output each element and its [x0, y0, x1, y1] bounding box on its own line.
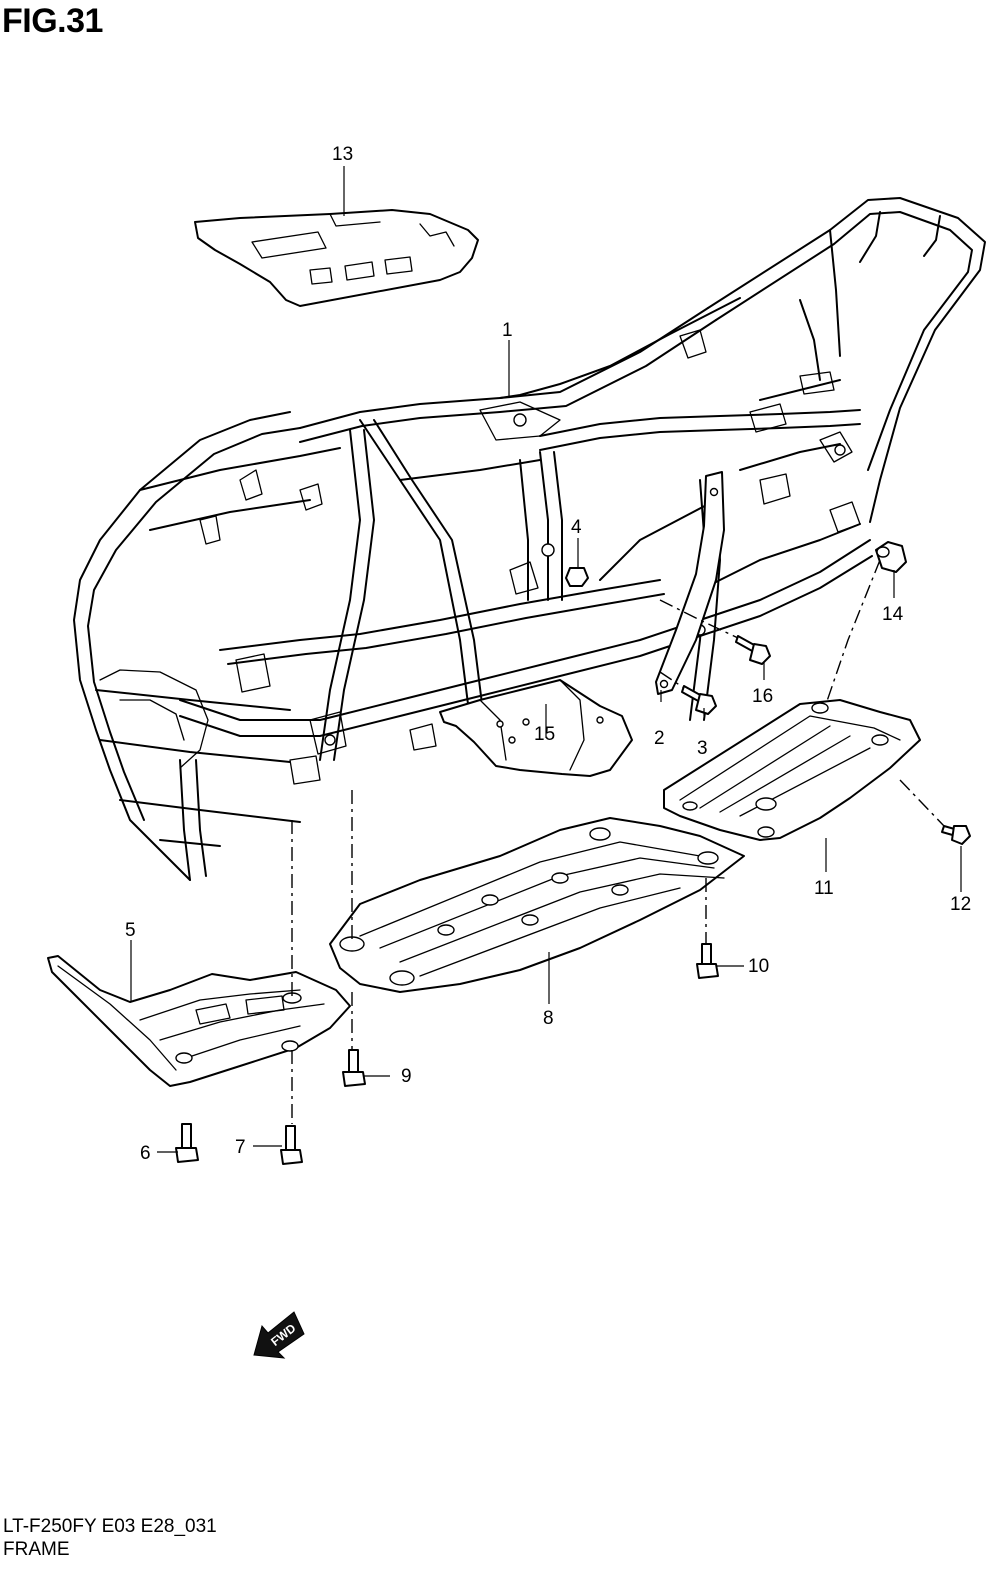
callout-10: 10 [748, 956, 769, 977]
callout-labels: 13 1 4 2 3 16 14 15 11 12 10 8 5 9 6 7 [125, 144, 971, 1164]
skid-plate-8 [329, 817, 745, 993]
callout-15: 15 [534, 724, 555, 745]
forward-arrow-icon: FWD [253, 1311, 305, 1359]
bracket-2 [655, 471, 725, 695]
callout-16: 16 [752, 686, 773, 707]
nut-4 [565, 567, 589, 587]
figure-title: FIG.31 [2, 2, 103, 40]
callout-14: 14 [882, 604, 904, 625]
callout-2: 2 [654, 728, 665, 749]
skid-plate-5 [47, 955, 351, 1087]
callout-5: 5 [125, 920, 136, 941]
callout-7: 7 [235, 1137, 246, 1158]
bolt-9 [342, 1049, 366, 1087]
callout-1: 1 [502, 320, 513, 341]
callout-8: 8 [543, 1008, 554, 1029]
bolt-12 [941, 825, 971, 845]
callout-4: 4 [571, 517, 582, 538]
section-name: FRAME [3, 1539, 70, 1560]
bushing-14 [875, 541, 907, 573]
callout-11: 11 [814, 878, 834, 899]
callout-6: 6 [140, 1143, 151, 1164]
bolt-3 [681, 685, 717, 715]
heat-guard-15 [439, 679, 633, 777]
figure-footer: LT-F250FY E03 E28_031 FRAME [3, 1515, 217, 1561]
main-frame-1 [73, 197, 986, 881]
callout-3: 3 [697, 738, 708, 759]
bolt-10 [696, 943, 719, 979]
cover-plate-13 [194, 209, 479, 307]
bolt-16 [735, 635, 771, 665]
skid-plate-11 [663, 699, 921, 841]
bolt-7 [280, 1125, 303, 1165]
leader-lines [130, 166, 962, 1153]
assembly-lines [291, 559, 945, 1124]
callout-13: 13 [332, 144, 353, 165]
callout-12: 12 [950, 894, 971, 915]
callout-9: 9 [401, 1066, 412, 1087]
bolt-6 [175, 1123, 199, 1163]
model-code: LT-F250FY E03 E28_031 [3, 1516, 217, 1537]
